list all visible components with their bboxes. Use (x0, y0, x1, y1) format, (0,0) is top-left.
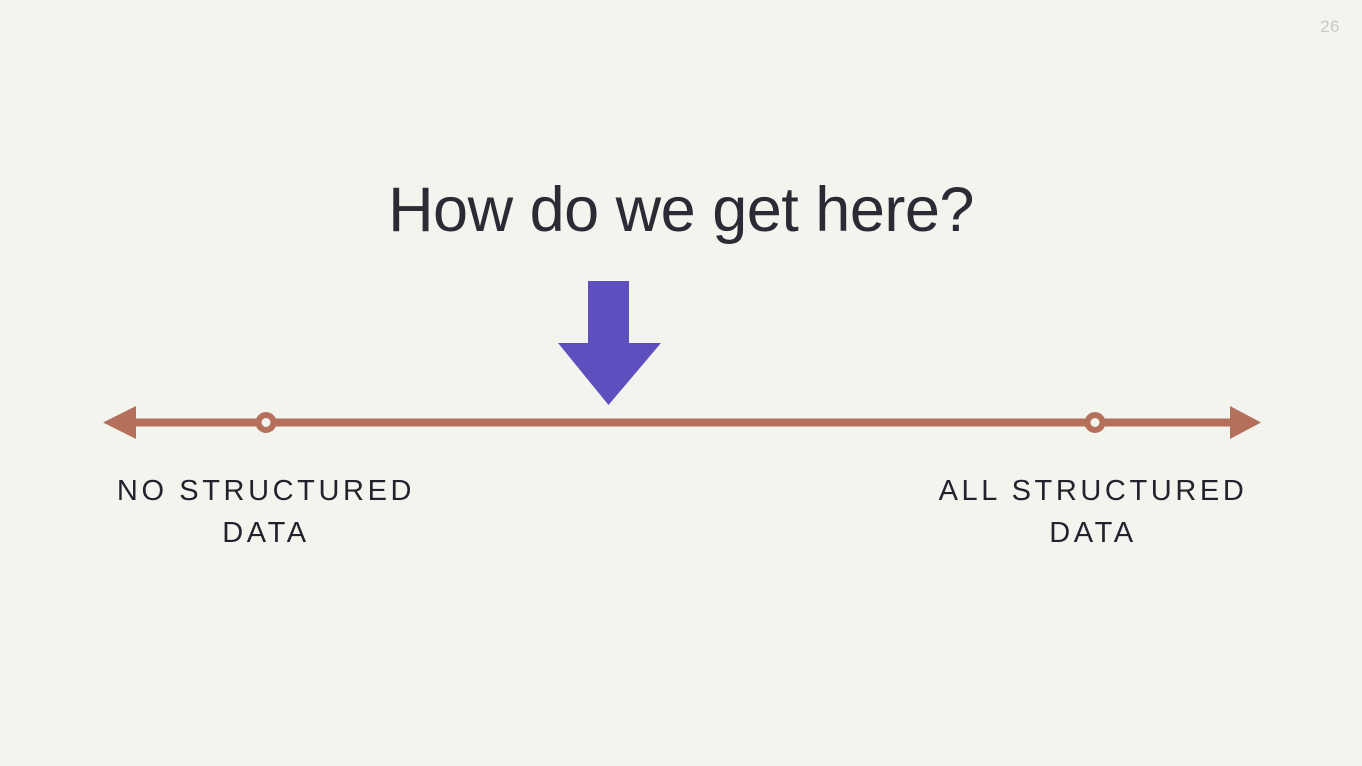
spectrum-label-right-line1: All Structured (938, 475, 1248, 507)
spectrum-label-right-line2: Data (1049, 517, 1137, 550)
page-number: 26 (1320, 17, 1340, 36)
spectrum-label-left: No Structured Data (36, 470, 496, 554)
spectrum-label-left-line1: No Structured (116, 475, 416, 507)
down-arrow-icon (556, 279, 664, 407)
spectrum-label-left-line2: Data (222, 517, 310, 550)
page-title: How do we get here? (388, 175, 974, 245)
spectrum-label-right: All Structured Data (863, 470, 1323, 554)
spectrum-axis (100, 403, 1264, 443)
